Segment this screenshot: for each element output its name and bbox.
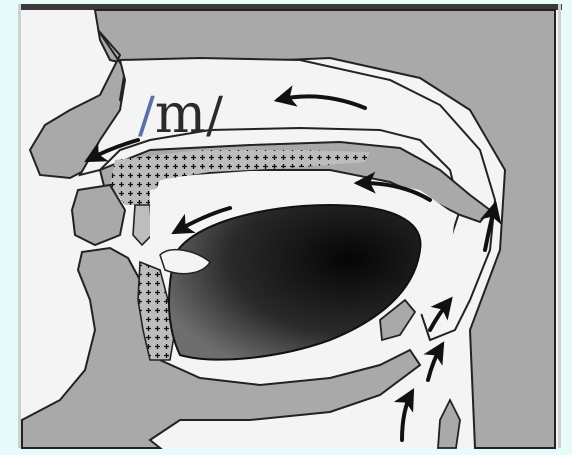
phoneme-label: /m/ <box>138 82 223 145</box>
slash-right: / <box>206 86 223 144</box>
right-border <box>558 4 561 448</box>
slash-left: / <box>138 86 155 144</box>
phoneme-letter: m <box>155 82 206 145</box>
left-border <box>18 4 21 448</box>
